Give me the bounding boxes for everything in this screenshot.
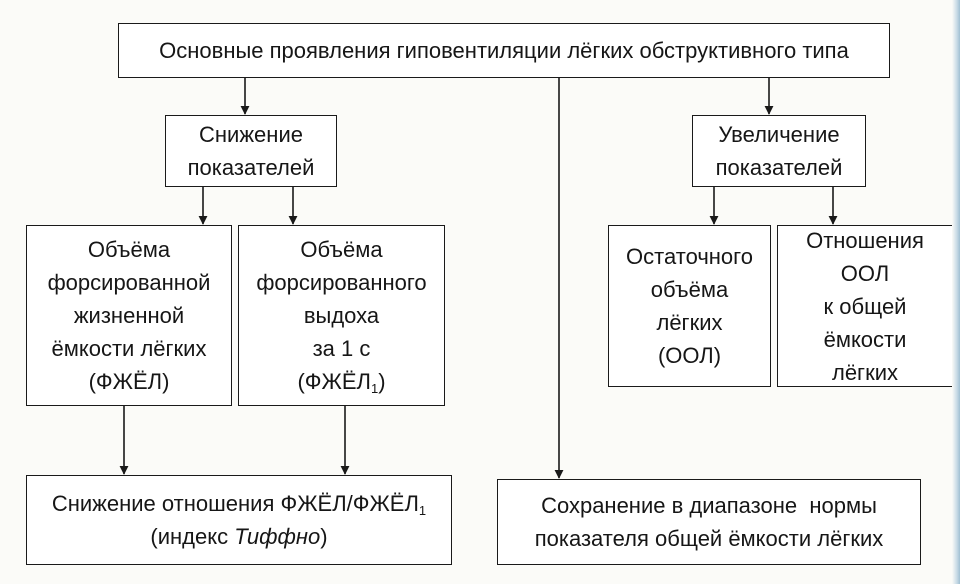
fev1-abbr: (ФЖЁЛ: [297, 368, 371, 394]
rv-tlc-line-3: к общей ёмкости: [823, 293, 907, 352]
rv-line-2: объёма: [650, 277, 729, 302]
rv-tlc-line-2: ООЛ: [840, 260, 890, 286]
tiffeneau-line-1: Снижение отношения ФЖЁЛ/ФЖЁЛ1: [52, 487, 426, 521]
rv-line-1: Остаточного: [626, 244, 753, 269]
increase-line-1: Увеличение: [718, 122, 840, 147]
fev1-line-3: выдоха: [303, 302, 380, 328]
tiffeneau-box: Снижение отношения ФЖЁЛ/ФЖЁЛ1 (индекс Ти…: [26, 475, 452, 565]
increase-line-2: показателей: [715, 155, 843, 180]
tiffeneau-line-2: (индекс Тиффно): [52, 520, 426, 553]
tiffeneau-ratio: Снижение отношения ФЖЁЛ/ФЖЁЛ: [51, 490, 419, 516]
fev1-abbr-close: ): [378, 368, 386, 394]
fvc-line-4: ёмкости лёгких: [51, 336, 207, 361]
tiffeneau-index-prefix: (индекс: [150, 524, 235, 550]
tlc-normal-line-1: Сохранение в диапазоне нормы: [541, 493, 877, 518]
fev1-abbr-subscript: 1: [370, 380, 379, 396]
fvc-line-5: (ФЖЁЛ): [88, 369, 170, 394]
rv-box: Остаточного объёма лёгких (ООЛ): [608, 225, 771, 387]
main-title: Основные проявления гиповентиляции лёгки…: [159, 38, 849, 63]
rv-tlc-line-4: лёгких: [831, 359, 898, 385]
main-box: Основные проявления гиповентиляции лёгки…: [118, 23, 890, 78]
rv-line-3: лёгких: [656, 310, 723, 335]
tlc-normal-box: Сохранение в диапазоне нормы показателя …: [497, 479, 921, 565]
tlc-normal-line-2: показателя общей ёмкости лёгких: [534, 526, 884, 551]
fvc-line-1: Объёма: [87, 237, 171, 262]
decrease-line-1: Снижение: [199, 122, 303, 147]
rv-tlc-line-1: Отношения: [806, 227, 924, 253]
fev1-line-5: (ФЖЁЛ1): [256, 365, 426, 399]
fvc-line-3: жизненной: [73, 303, 185, 328]
page-edge-strip: [952, 0, 960, 584]
tiffeneau-index-suffix: ): [320, 524, 328, 550]
rv-tlc-box: Отношения ООЛ к общей ёмкости лёгких: [777, 225, 953, 387]
rv-line-4: (ООЛ): [657, 343, 722, 368]
fev1-line-1: Объёма: [300, 236, 383, 262]
fvc-box: Объёма форсированной жизненной ёмкости л…: [26, 225, 232, 406]
decrease-line-2: показателей: [187, 155, 315, 180]
tiffeneau-index-name: Тиффно: [234, 524, 321, 550]
increase-box: Увеличение показателей: [692, 115, 866, 187]
fvc-line-2: форсированной: [47, 270, 211, 295]
tiffeneau-ratio-subscript: 1: [418, 502, 427, 518]
fev1-line-2: форсированного: [256, 269, 427, 295]
fev1-box: Объёма форсированного выдоха за 1 с (ФЖЁ…: [238, 225, 445, 406]
fev1-line-4: за 1 с: [312, 335, 371, 361]
decrease-box: Снижение показателей: [165, 115, 337, 187]
